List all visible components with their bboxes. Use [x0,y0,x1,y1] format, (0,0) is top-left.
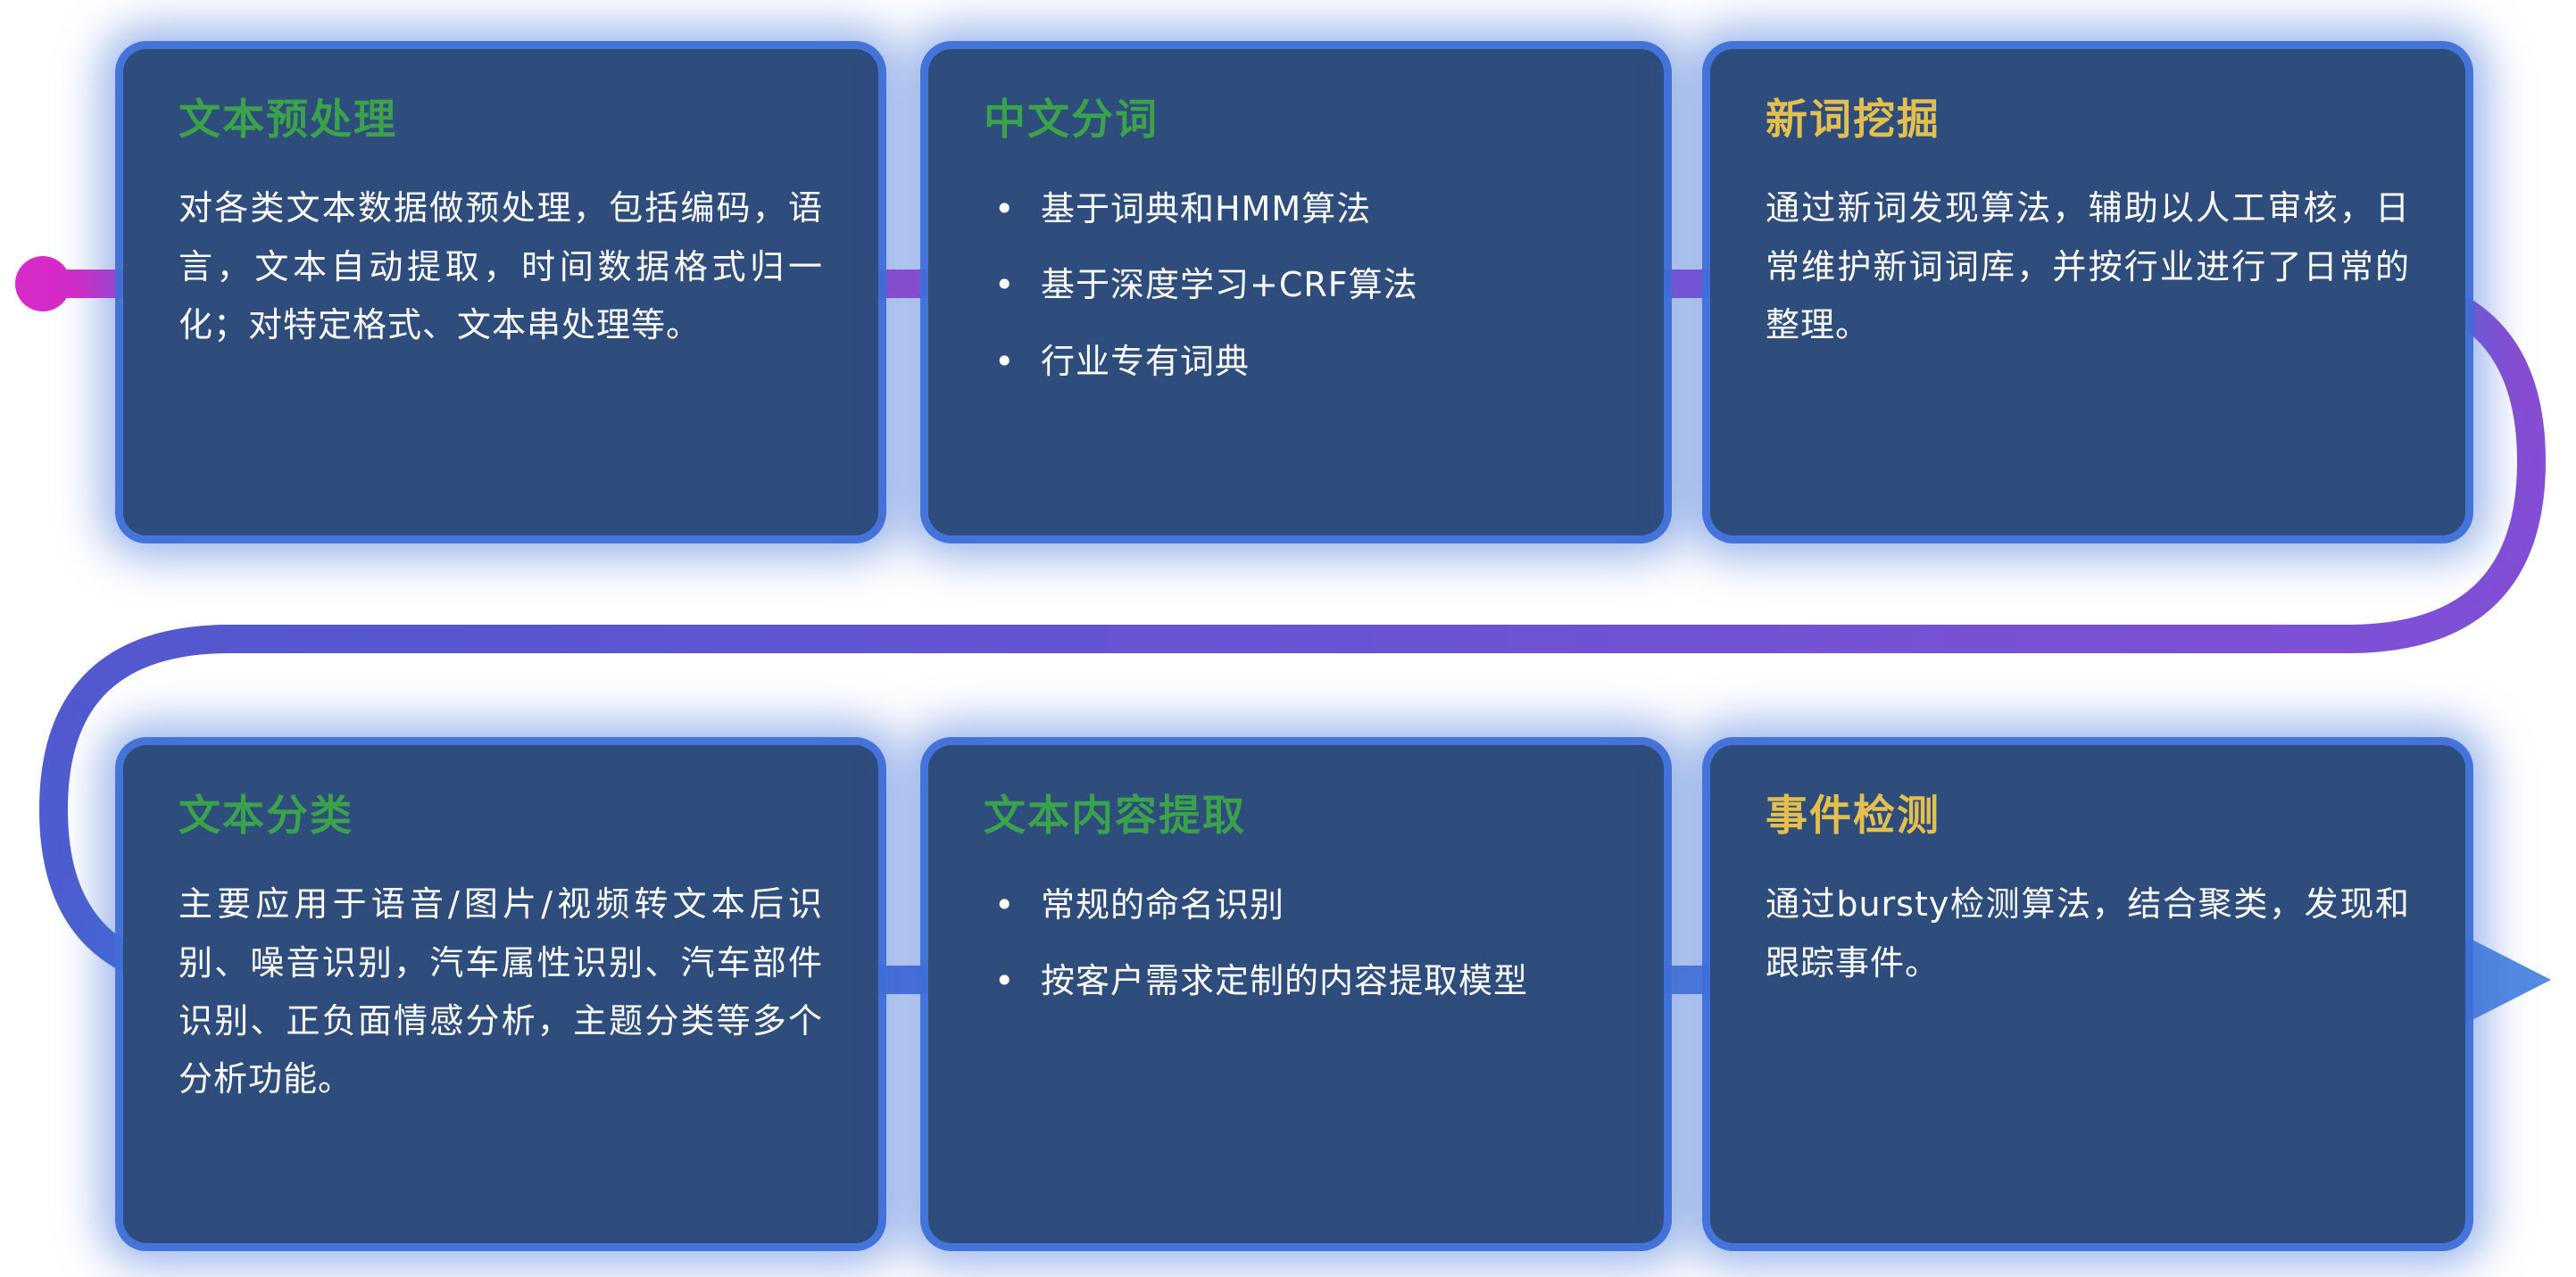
card-title: 中文分词 [984,95,1159,145]
card-title: 文本内容提取 [984,792,1246,841]
bullet-item: 基于深度学习+CRF算法 [984,261,1608,310]
card-event-detection: 事件检测 通过bursty检测算法，结合聚类，发现和跟踪事件。 [1710,745,2465,1243]
card-title: 文本预处理 [179,95,397,145]
card-text-preprocessing: 文本预处理 对各类文本数据做预处理，包括编码，语言，文本自动提取，时间数据格式归… [123,49,878,535]
card-title: 文本分类 [179,792,353,841]
card-body: 通过bursty检测算法，结合聚类，发现和跟踪事件。 [1766,884,2410,983]
card-new-word-mining: 新词挖掘 通过新词发现算法，辅助以人工审核，日常维护新词词库，并按行业进行了日常… [1710,49,2465,535]
bullet-item: 按客户需求定制的内容提取模型 [984,957,1608,1006]
card-body: 通过新词发现算法，辅助以人工审核，日常维护新词词库，并按行业进行了日常的整理。 [1766,188,2410,345]
card-body: 主要应用于语音/图片/视频转文本后识别、噪音识别，汽车属性识别、汽车部件识别、正… [179,884,823,1099]
bullet-item: 基于词典和HMM算法 [984,185,1608,234]
card-text-classification: 文本分类 主要应用于语音/图片/视频转文本后识别、噪音识别，汽车属性识别、汽车部… [123,745,878,1243]
bullet-item: 行业专有词典 [984,337,1608,386]
flow-arrowhead-icon [2453,930,2551,1030]
bullet-list: 常规的命名识别 按客户需求定制的内容提取模型 [984,881,1608,1006]
card-body: 对各类文本数据做预处理，包括编码，语言，文本自动提取，时间数据格式归一化；对特定… [179,188,823,345]
flow-start-dot [15,256,71,311]
card-text-content-extraction: 文本内容提取 常规的命名识别 按客户需求定制的内容提取模型 [928,745,1664,1243]
bullet-list: 基于词典和HMM算法 基于深度学习+CRF算法 行业专有词典 [984,185,1608,386]
card-chinese-word-segmentation: 中文分词 基于词典和HMM算法 基于深度学习+CRF算法 行业专有词典 [928,49,1664,535]
bullet-item: 常规的命名识别 [984,881,1608,930]
card-title: 新词挖掘 [1766,95,1940,145]
card-title: 事件检测 [1766,792,1940,841]
